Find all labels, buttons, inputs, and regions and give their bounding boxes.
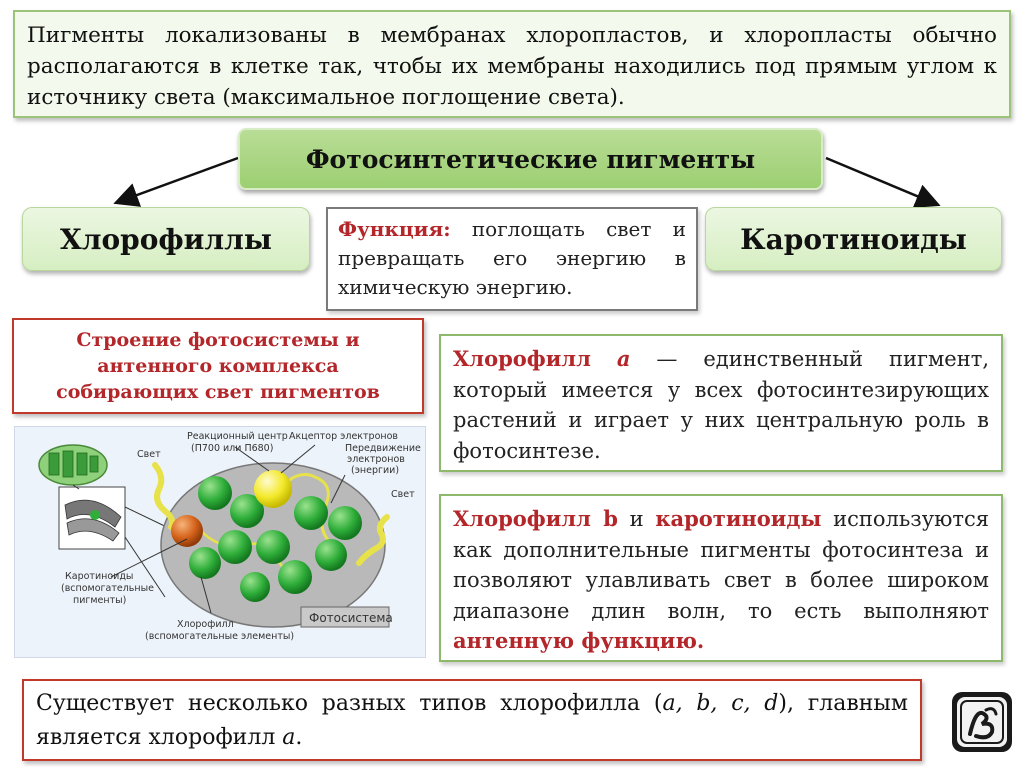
transfer-label-3: (энергии) [351, 465, 399, 476]
acceptor-label: Акцептор электронов [289, 431, 398, 442]
reaction-center-molecule [254, 470, 292, 508]
reaction-center-label: Реакционный центр [187, 431, 288, 442]
structure-box: Строение фотосистемы и антенного комплек… [12, 318, 424, 414]
carotenoid-molecule [171, 515, 203, 547]
chl-b-antenna: антенную функцию. [453, 628, 705, 653]
transfer-label-1: Передвижение [345, 443, 421, 454]
chlorophylls-pill: Хлорофиллы [22, 207, 310, 271]
bottom-end: . [295, 725, 303, 750]
chlorophyll-b-box: Хлорофилл b и каротиноиды используются к… [439, 494, 1003, 662]
chloroplast-icon [38, 444, 108, 486]
chlorophyll-molecule [218, 530, 252, 564]
carotenoids-label-2: (вспомогательные [61, 583, 154, 594]
bottom-part-1: Существует несколько разных типов хлороф… [36, 691, 663, 716]
chl-a-letter: a [616, 346, 631, 371]
chlorophyll-label-2: (вспомогательные элементы) [145, 631, 294, 642]
chlorophyll-molecule [230, 494, 264, 528]
chlorophyll-label-1: Хлорофилл [177, 619, 234, 630]
carotenoids-pill: Каротиноиды [705, 207, 1002, 271]
light-left-icon [152, 462, 176, 530]
chlorophylls-label: Хлорофиллы [60, 222, 272, 256]
chlorophyll-molecule [256, 530, 290, 564]
chlorophyll-molecule [328, 506, 362, 540]
intro-box: Пигменты локализованы в мембранах хлороп… [13, 10, 1011, 118]
transfer-label-2: электронов [347, 454, 405, 465]
chl-a-name: Хлорофилл [453, 346, 591, 371]
photosystem-label: Фотосистема [309, 611, 393, 625]
bottom-box: Существует несколько разных типов хлороф… [22, 679, 922, 761]
electron-path [271, 473, 336, 549]
carotenoids-label: Каротиноиды [740, 222, 967, 256]
structure-line-3: собирающих свет пигментов [56, 381, 380, 403]
structure-line-2: антенного комплекса [97, 355, 339, 377]
chlorophyll-molecule [278, 560, 312, 594]
function-box: Функция: поглощать свет и превращать его… [326, 207, 698, 311]
page-title: Фотосинтетические пигменты [305, 144, 756, 174]
logo-icon [950, 690, 1014, 754]
intro-text: Пигменты локализованы в мембранах хлороп… [27, 23, 997, 110]
light-right-icon [356, 514, 390, 566]
photosystem-diagram: Реакционный центр (П700 или П680) Акцепт… [14, 426, 426, 658]
chlorophyll-a-box: Хлорофилл a — единственный пигмент, кото… [439, 334, 1003, 472]
photosystem-tag [300, 606, 390, 628]
chl-b-carot: каротиноиды [655, 506, 822, 531]
membrane-icon [58, 486, 126, 550]
bottom-types: a, b, c, d [662, 691, 779, 716]
arrow-left [113, 156, 239, 207]
chlorophyll-molecule [315, 539, 347, 571]
chl-b-and: и [617, 507, 656, 531]
function-text: поглощать свет и превращать его энергию … [338, 217, 686, 299]
carotenoids-label-1: Каротиноиды [65, 571, 133, 582]
arrow-right [825, 156, 941, 208]
light-left-label: Свет [137, 449, 161, 460]
bottom-part-2: ), главным является хлорофилл [36, 691, 909, 750]
chl-a-text: — единственный пигмент, который имеется … [453, 347, 989, 463]
title-pill: Фотосинтетические пигменты [238, 128, 823, 190]
chl-b-text: используются как дополнительные пигменты… [453, 507, 989, 623]
carotenoids-label-3: пигменты) [73, 595, 126, 606]
chl-b-name: Хлорофилл b [453, 506, 618, 531]
chlorophyll-molecule [294, 496, 328, 530]
chlorophyll-molecule [240, 572, 270, 602]
p700-label: (П700 или П680) [191, 443, 273, 454]
light-right-label: Свет [391, 489, 415, 500]
chlorophyll-molecule [198, 476, 232, 510]
chlorophyll-molecule [189, 547, 221, 579]
bottom-main: a [282, 725, 296, 750]
structure-line-1: Строение фотосистемы и [76, 329, 360, 351]
function-label: Функция: [338, 217, 451, 241]
